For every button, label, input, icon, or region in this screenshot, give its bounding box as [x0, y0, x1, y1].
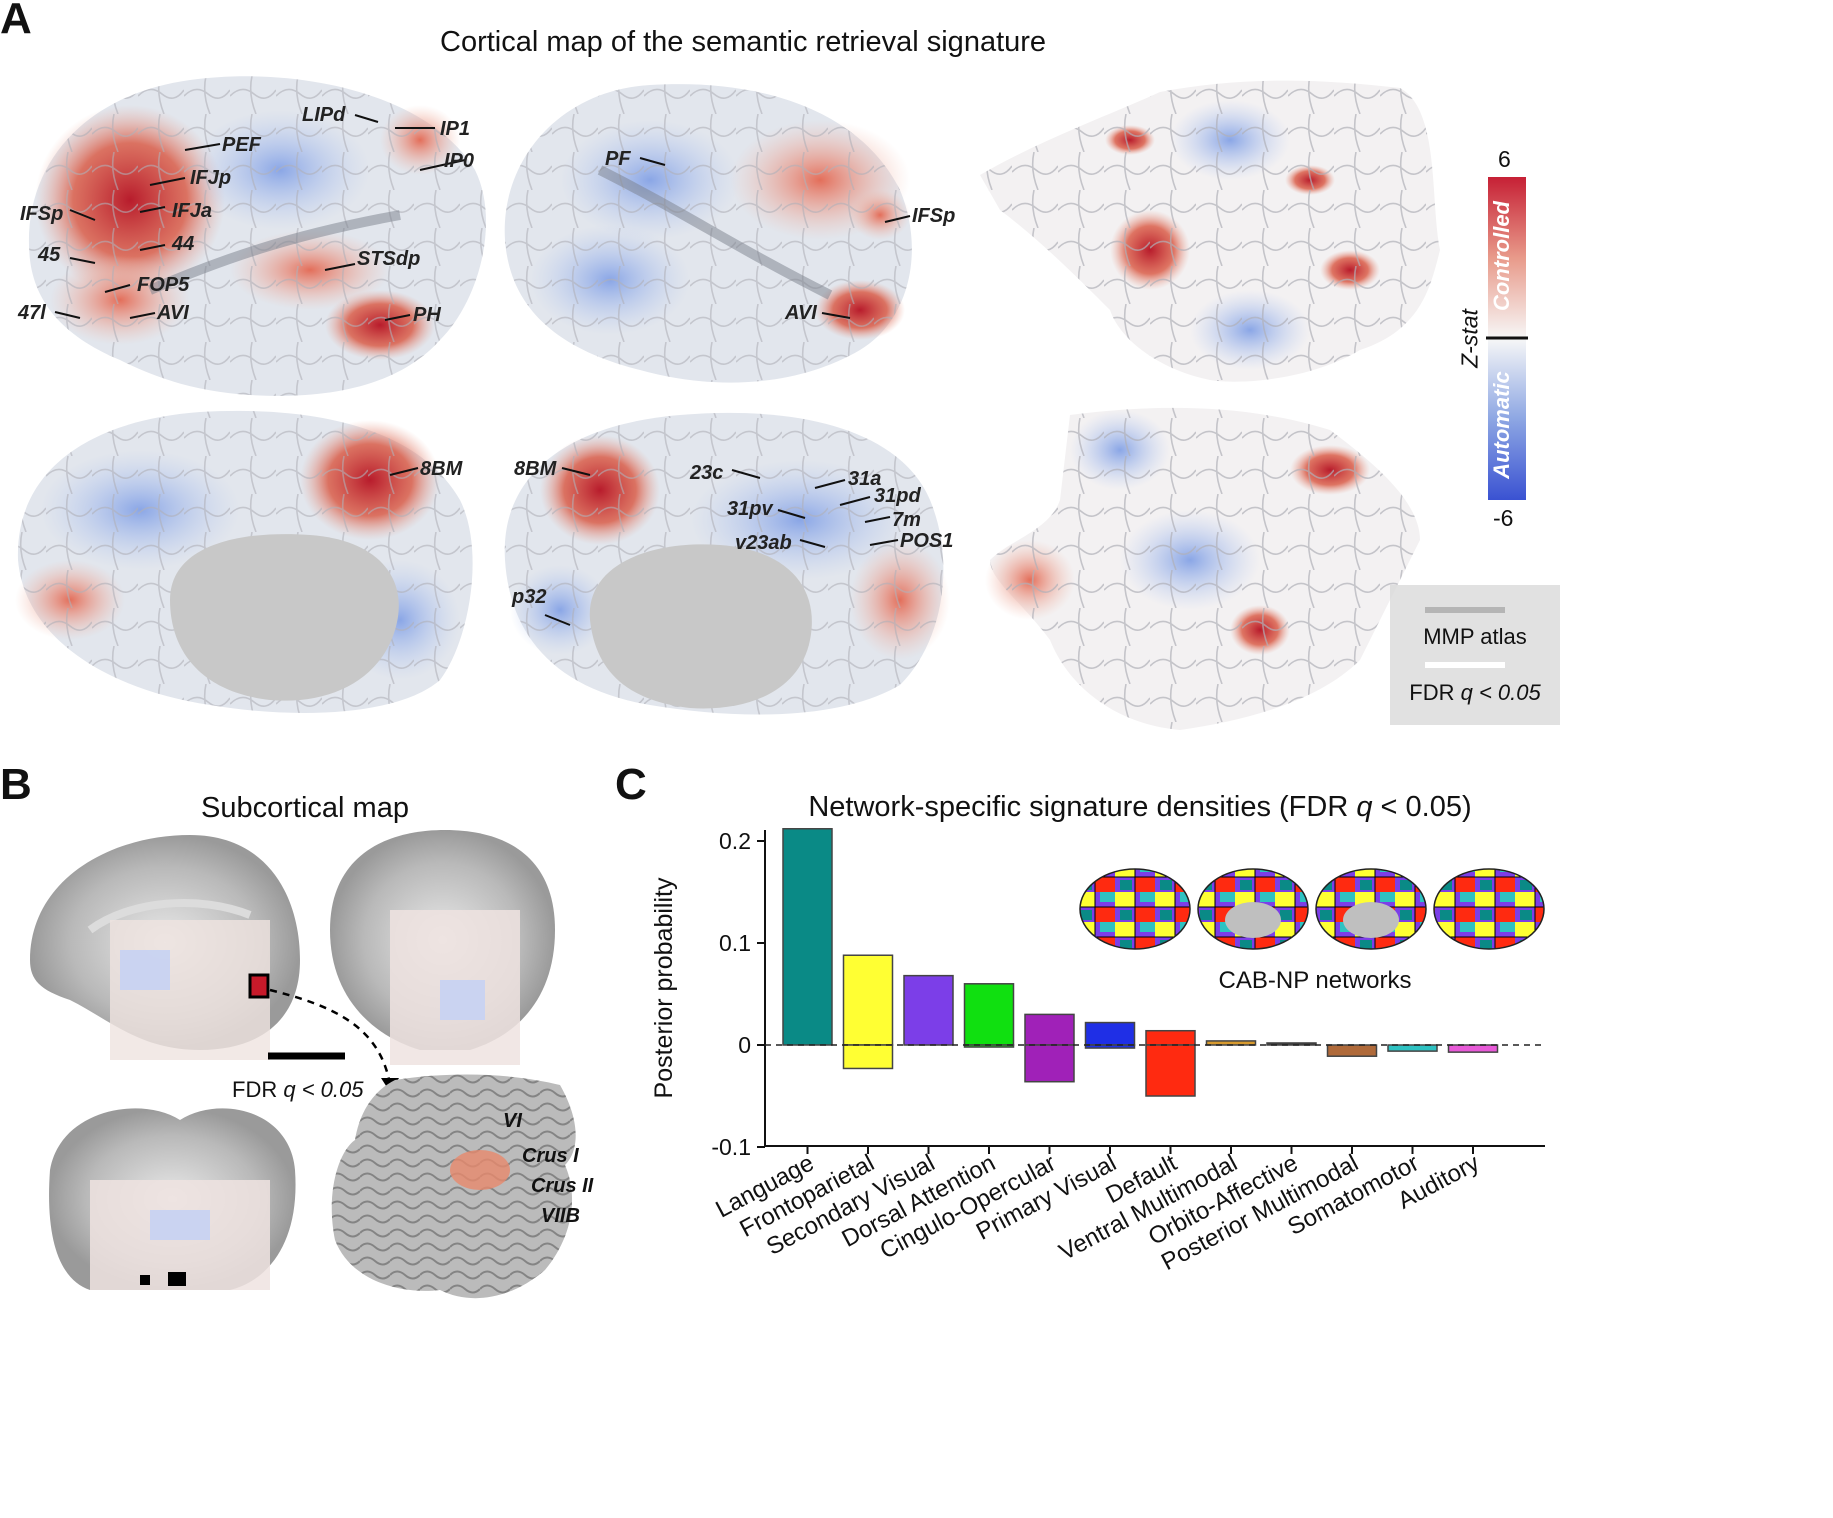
legend-fdr-q: q: [1460, 680, 1473, 705]
region-label-47l: 47l: [18, 302, 46, 324]
bar-positive-frontoparietal: [842, 954, 894, 1046]
panel-c-title-q: q: [1356, 791, 1373, 823]
panel-b-fdr-q: q: [283, 1077, 296, 1102]
colorbar-max: 6: [1498, 146, 1511, 172]
bar-negative-frontoparietal: [842, 1044, 894, 1070]
panel-c-title-prefix: Network-specific signature densities (FD…: [808, 791, 1357, 823]
region-label-ifjp: IFJp: [190, 167, 232, 189]
bar-positive-default: [1145, 1029, 1196, 1046]
region-label-31pd: 31pd: [874, 485, 921, 507]
panel-a-title: Cortical map of the semantic retrieval s…: [440, 26, 1047, 58]
panel-a-letter: A: [0, 0, 32, 43]
lateral-right-labels: [639, 157, 911, 319]
region-label-pf: PF: [605, 148, 631, 170]
y-tick-label: 0: [738, 1032, 751, 1058]
flatmap-upper: [980, 80, 1440, 382]
lateral-right-hemisphere: [504, 84, 912, 383]
bar-positive-orbito-affective: [1266, 1042, 1317, 1046]
y-tick-label: 0.2: [719, 828, 751, 854]
axial-slice: [49, 1108, 296, 1290]
inset-caption: CAB-NP networks: [1218, 967, 1412, 994]
panel-b-title: Subcortical map: [201, 792, 409, 824]
region-label-23c: 23c: [690, 462, 724, 484]
region-label-avi: AVI: [785, 302, 817, 324]
region-label-8bm: 8BM: [420, 458, 463, 480]
cerebellum-label-crus-i: Crus I: [522, 1145, 579, 1167]
inset-brain-lateral-left: [1079, 868, 1191, 950]
region-label-fop5: FOP5: [137, 274, 190, 296]
legend-fdr-label: FDR q < 0.05: [1390, 680, 1560, 706]
region-label-ifsp: IFSp: [912, 205, 956, 227]
region-label-p32: p32: [512, 586, 547, 608]
region-label-ph: PH: [413, 304, 441, 326]
panel-b-figure: [30, 830, 576, 1299]
legend-fdr-prefix: FDR: [1409, 680, 1461, 705]
cerebellum-label-crus-ii: Crus II: [531, 1175, 594, 1197]
region-label-8bm: 8BM: [514, 458, 557, 480]
bar-negative-cingulo-opercular: [1024, 1044, 1075, 1083]
region-label-v23ab: v23ab: [735, 532, 792, 554]
y-tick-label: 0.1: [719, 930, 751, 956]
coronal-slice: [330, 830, 555, 1065]
panel-b-fdr-suffix: < 0.05: [295, 1077, 364, 1102]
lateral-left-labels: [54, 114, 466, 321]
cerebellum-label-viib: VIIB: [541, 1205, 580, 1227]
medial-left-hemisphere: [15, 410, 473, 713]
flatmap-lower: [985, 407, 1420, 730]
bar-positive-language: [782, 828, 833, 1046]
region-label-ip0: IP0: [444, 150, 475, 172]
panel-b-fdr-label: FDR q < 0.05: [232, 1077, 363, 1103]
region-label-pos1: POS1: [900, 530, 954, 552]
region-label-45: 45: [38, 244, 61, 266]
legend-atlas-label: MMP atlas: [1423, 624, 1527, 649]
bar-positive-secondary-visual: [903, 974, 954, 1046]
bar-positive-cingulo-opercular: [1024, 1013, 1075, 1046]
region-label-31a: 31a: [848, 468, 882, 490]
region-label-31pv: 31pv: [727, 498, 773, 520]
bar-negative-default: [1145, 1044, 1196, 1097]
region-label-pef: PEF: [222, 134, 261, 156]
cab-np-inset: [1079, 868, 1545, 950]
y-axis-label: Posterior probability: [650, 877, 678, 1098]
panel-c-title: Network-specific signature densities (FD…: [770, 791, 1510, 824]
legend-fdr-suffix: < 0.05: [1472, 680, 1541, 705]
cerebellum-flatmap: [331, 1074, 576, 1299]
bar-negative-auditory: [1447, 1044, 1499, 1053]
colorbar-min: -6: [1493, 505, 1514, 531]
bar-negative-posterior-multimodal: [1326, 1044, 1378, 1057]
region-label-ifja: IFJa: [172, 200, 213, 222]
region-label-avi: AVI: [157, 302, 189, 324]
region-label-stsdp: STSdp: [357, 248, 421, 270]
panel-b-fdr-prefix: FDR: [232, 1077, 284, 1102]
region-label-ip1: IP1: [440, 118, 471, 140]
region-label-ifsp: IFSp: [20, 203, 64, 225]
inset-brain-lateral-right: [1433, 868, 1545, 950]
region-label-lipd: LIPd: [302, 104, 346, 126]
cerebellum-label-vi: VI: [503, 1110, 522, 1132]
bar-positive-primary-visual: [1084, 1021, 1136, 1046]
panel-a-figure: [15, 76, 1560, 730]
bar-positive-dorsal-attention: [963, 983, 1015, 1046]
region-label-44: 44: [172, 233, 195, 255]
region-label-7m: 7m: [892, 509, 921, 531]
panel-c-title-suffix: < 0.05): [1372, 791, 1472, 823]
bar-negative-somatomotor: [1387, 1044, 1438, 1052]
dashed-arrow: [269, 988, 392, 1086]
sagittal-slice: [30, 835, 300, 1060]
medial-right-hemisphere: [504, 412, 950, 715]
medial-labels: [389, 467, 899, 626]
panel-c-letter: C: [615, 760, 647, 809]
y-tick-label: -0.1: [711, 1134, 751, 1160]
panel-b-letter: B: [0, 760, 32, 809]
